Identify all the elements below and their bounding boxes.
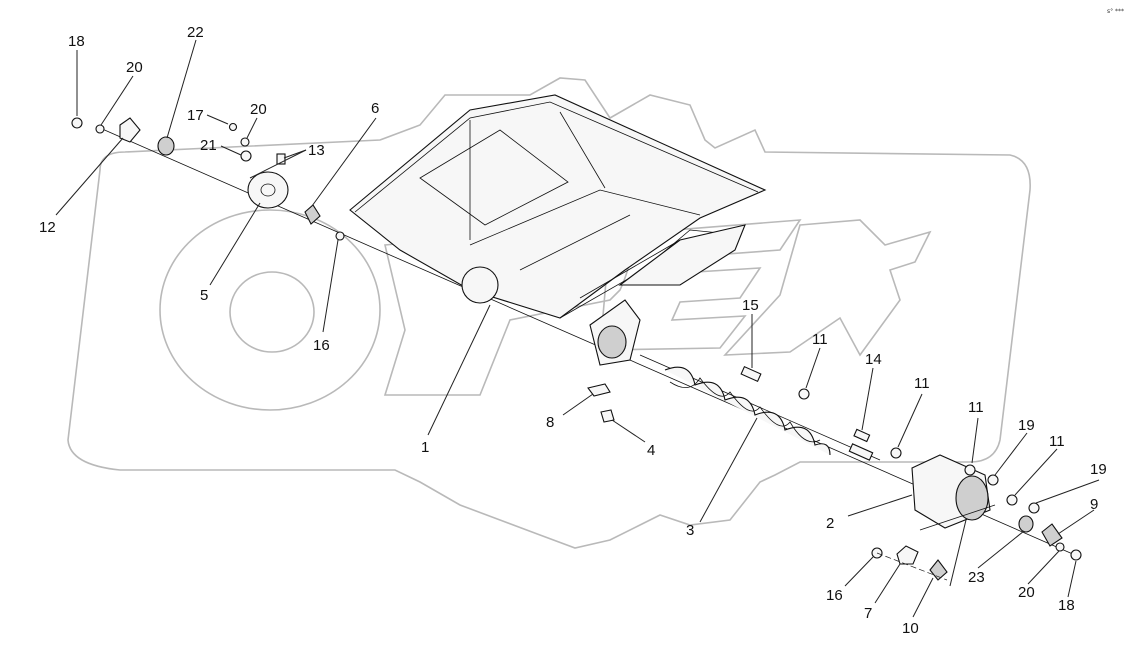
nut-19-a (987, 474, 999, 486)
callout-12: 12 (39, 219, 56, 236)
bracket-6 (304, 204, 321, 225)
plate-5 (247, 171, 289, 209)
hopper-frame (349, 94, 767, 366)
callout-2: 2 (826, 515, 834, 532)
nut-18-left (71, 117, 83, 129)
callout-11: 11 (812, 331, 828, 348)
bolt-13 (276, 153, 286, 165)
callout-20: 20 (1018, 584, 1035, 601)
callout-13: 13 (308, 142, 325, 159)
corner-mark: s° *** (1107, 8, 1124, 15)
callout-15: 15 (742, 297, 759, 314)
callout-18: 18 (68, 33, 85, 50)
nut-19-b (1028, 502, 1040, 514)
callout-16: 16 (313, 337, 330, 354)
callout-3: 3 (686, 522, 694, 539)
callout-11: 11 (1049, 433, 1065, 450)
washer-11-b (890, 447, 902, 459)
callout-17: 17 (187, 107, 204, 124)
washer-20-mid (240, 137, 250, 147)
bolt-14 (853, 428, 871, 443)
bolt-17 (228, 122, 238, 132)
nut-16-left (335, 231, 345, 241)
washer-20-left (95, 124, 105, 134)
flange-7 (896, 545, 919, 565)
washer-11-c (964, 464, 976, 476)
callout-1: 1 (421, 439, 429, 456)
nut-4 (600, 409, 615, 423)
callout-11: 11 (968, 399, 984, 416)
bracket-10 (929, 559, 948, 581)
callout-4: 4 (647, 442, 655, 459)
callout-10: 10 (902, 620, 919, 637)
washer-11-d (1006, 494, 1018, 506)
callout-20: 20 (126, 59, 143, 76)
flange-bearing-12 (119, 117, 141, 143)
callout-14: 14 (865, 351, 882, 368)
callout-labels: 18 20 22 17 20 6 21 13 12 5 16 1 15 11 1… (39, 24, 1107, 637)
nut-18-right (1070, 549, 1082, 561)
callout-8: 8 (546, 414, 554, 431)
callout-18: 18 (1058, 597, 1075, 614)
callout-20: 20 (250, 101, 267, 118)
nut-21 (240, 150, 252, 162)
washer-20-right (1055, 542, 1065, 552)
bearing-23 (1018, 515, 1034, 533)
callout-21: 21 (200, 137, 217, 154)
bearing-22 (157, 136, 175, 156)
callout-22: 22 (187, 24, 204, 41)
callout-6: 6 (371, 100, 379, 117)
flange-bearing-9 (1041, 523, 1063, 547)
auger-screw (639, 354, 881, 461)
callout-16: 16 (826, 587, 843, 604)
bolt-15 (740, 365, 762, 383)
washer-11-a (798, 388, 810, 400)
callout-19: 19 (1090, 461, 1107, 478)
callout-23: 23 (968, 569, 985, 586)
callout-19: 19 (1018, 417, 1035, 434)
callout-5: 5 (200, 287, 208, 304)
callout-9: 9 (1090, 496, 1098, 513)
leader-lines (55, 39, 1100, 618)
plate-8 (587, 383, 611, 397)
callout-11: 11 (914, 375, 930, 392)
callout-7: 7 (864, 605, 872, 622)
